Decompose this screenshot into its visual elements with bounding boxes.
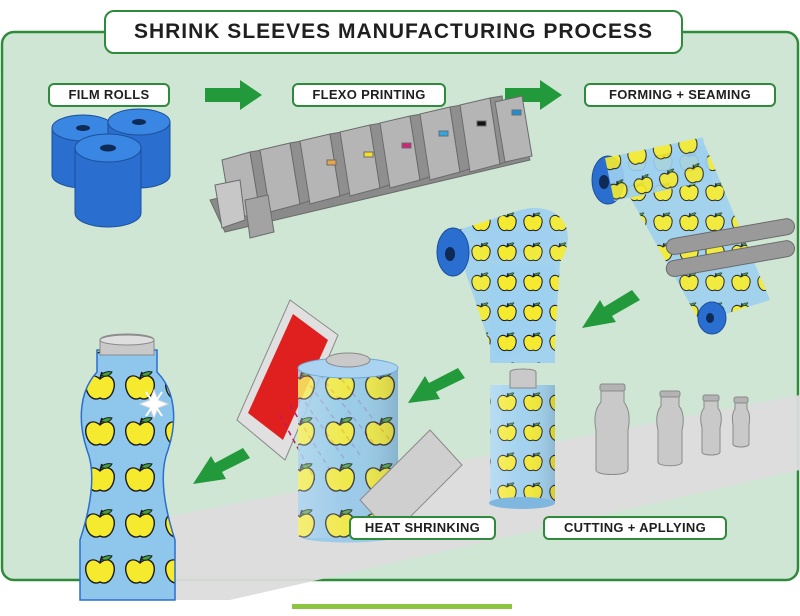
conveyor-belt [150,395,800,600]
bottles-row [594,383,751,475]
bottle-3 [700,399,722,456]
page-title: SHRINK SLEEVES MANUFACTURING PROCESS [104,10,683,54]
arrow-2 [505,80,562,110]
bottle-2 [656,395,684,467]
heater-panel [236,299,339,461]
arrow-5 [193,448,250,484]
label-film-rolls: FILM ROLLS [48,83,170,107]
footer-bar [292,604,512,609]
formed-sleeve-tube [436,208,568,363]
flexo-printing-machine [209,95,533,239]
final-bottle [79,333,176,601]
print-unit-2 [259,140,313,213]
sparkle-icon [138,388,170,420]
label-cutting-applying: CUTTING + APLLYING [543,516,727,540]
heat-shrinking-illustration [236,299,463,543]
print-unit-6 [419,104,473,181]
label-heat-shrinking: HEAT SHRINKING [349,516,496,540]
print-unit-5 [379,113,433,189]
label-flexo-printing: FLEXO PRINTING [292,83,446,107]
film-rolls-illustration [51,108,171,228]
arrow-3 [582,290,640,328]
sleeve-on-bottle [489,368,555,509]
bottle-4 [731,401,751,448]
arrow-1 [205,80,262,110]
seaming-rollers [665,218,796,277]
arrow-4 [408,368,465,403]
print-unit-8 [494,95,533,163]
print-unit-3 [299,131,353,205]
label-forming-seaming: FORMING + SEAMING [584,83,776,107]
forming-seaming-illustration [591,137,796,335]
bottle-1 [594,389,630,475]
print-unit-4 [339,122,393,197]
